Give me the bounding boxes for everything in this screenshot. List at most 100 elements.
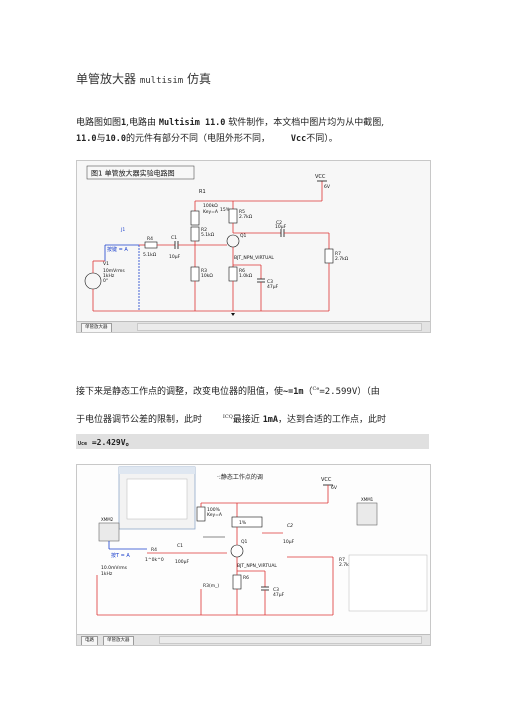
r6-label: R6 (243, 575, 249, 581)
r1-key: Key=A (207, 512, 223, 518)
text: 电路图如图 (76, 118, 122, 128)
q1-label: Q1 (241, 539, 248, 545)
r1-resistor (196, 506, 206, 522)
r3-label: R3(m_) (203, 583, 219, 589)
r5-resistor (228, 208, 238, 224)
uce-value: =2.429V。 (87, 438, 134, 447)
j1-label: J1 (120, 227, 125, 233)
fig2-caption: ·:静态工作点的调 (217, 473, 263, 481)
r6-value: 1.0kΩ (239, 273, 253, 279)
r2-value: 5.1kΩ (201, 232, 215, 238)
r1-key: Key=A (203, 209, 219, 215)
meter-window-panel (126, 478, 188, 520)
title-cn: 单管放大器 (76, 72, 137, 86)
r2-resistor (190, 226, 200, 242)
bjt-label: BJT_NPN_VIRTUAL (234, 255, 274, 261)
r7-value: 2.7kΩ (335, 256, 349, 262)
program-name: Multisim 11.0 (158, 118, 226, 128)
title-en: multisim (139, 76, 184, 86)
r4-label: R4 (151, 547, 157, 553)
text: Vcc (290, 134, 307, 144)
circuit-diagram-2: ·:静态工作点的调 VCC 6V XMM1 XMM2 100% Key=A 1%… (77, 465, 430, 635)
tab-sheet-1[interactable]: 单管放大器 (81, 323, 112, 332)
highlight-bar: Uce =2.429V。 (76, 434, 429, 449)
c2-value: 10μF (275, 224, 287, 230)
circuit-screenshot-1: 图1 单管放大器实验电路图 VCC 6V R1 100kΩ Key=A 15% … (76, 160, 431, 333)
c2-value: 10μF (283, 539, 295, 545)
r7-label: R7 (339, 557, 345, 563)
vcc-label: VCC (321, 477, 332, 483)
r4-label: R4 (147, 236, 153, 242)
text: ,电路由 (126, 118, 157, 128)
vcc-value: 6V (331, 485, 338, 491)
xmm1-label: XMM1 (361, 497, 374, 502)
tab-sheet-2[interactable]: 单管放大器 (103, 636, 134, 645)
r1-resistor (190, 210, 200, 226)
r3-resistor (190, 266, 200, 282)
fig1-caption: 图1 单管放大器实验电路图 (91, 169, 175, 178)
v1-amplitude: 10mVrms (103, 268, 125, 274)
text: =2.599V）（由 (319, 387, 380, 397)
text: 最接近 (232, 415, 260, 425)
r4-resistor (144, 241, 158, 249)
vcc-label: VCC (315, 174, 326, 180)
paragraph-2-line-2: 于电位器调节公差的限制，此时 ICQ最接近 1mA，达到合适的工作点，此时 (76, 408, 386, 429)
circuit-screenshot-2: ·:静态工作点的调 VCC 6V XMM1 XMM2 100% Key=A 1%… (76, 464, 431, 646)
c1-value: 10μF (169, 254, 181, 260)
text: 1 (121, 118, 127, 128)
r1-label: R1 (199, 189, 206, 195)
text: 11.0 (76, 134, 97, 144)
v1-amplitude: 10.0mVrms (101, 565, 128, 571)
r7-value: 2.7kΩ (339, 562, 353, 568)
r6-label: R6 (239, 268, 245, 274)
r5-value: 2.7kΩ (239, 214, 253, 220)
c3-value: 47μF (267, 284, 279, 290)
r7-resistor (324, 248, 334, 264)
uce-prefix: Uce (78, 441, 88, 447)
percent-label: 1% (239, 520, 247, 526)
text: 接下来是静态工作点的调整，改变电位器的阻值，使 (76, 387, 284, 397)
vcc-value: 6V (324, 184, 331, 190)
c3-label: C3 (267, 279, 273, 285)
title-cn-2: 仿真 (187, 72, 212, 86)
tab-circuit[interactable]: 电路 (81, 636, 98, 645)
r4-value: 5.1kΩ (143, 252, 157, 258)
text: ，达到合适的工作点，此时 (278, 415, 387, 425)
j1-key: 按T = A (111, 552, 130, 559)
j1-key: 按键 = A (107, 246, 128, 253)
v1-label: V1 (103, 261, 109, 267)
r1-value: 100% (207, 507, 221, 513)
v1-frequency: 1kHz (101, 571, 113, 577)
caption-box (86, 165, 195, 180)
xmm2-meter[interactable] (98, 522, 120, 542)
text: 的元件有部分不同（电阻外形不同， (125, 134, 270, 144)
c1-label: C1 (177, 543, 183, 549)
c1-value: 100μF (175, 559, 189, 565)
subscript: Ce (312, 386, 320, 392)
sheet-tab-bar: 单管放大器 (77, 321, 430, 332)
v1-frequency: 1kHz (103, 273, 115, 279)
circuit-diagram-1: 图1 单管放大器实验电路图 VCC 6V R1 100kΩ Key=A 15% … (77, 161, 430, 321)
subscript: ICQ (222, 414, 233, 420)
sheet-tab-bar: 电路 单管放大器 (77, 634, 430, 645)
r5-label: R5 (239, 209, 245, 215)
uce-value-text: Uce =2.429V。 (78, 437, 134, 448)
meter-window-titlebar (119, 467, 195, 474)
text: 10.0 (105, 134, 126, 144)
bjt-label: BJT_NPN_VIRTUAL (237, 563, 277, 569)
xmm1-meter[interactable] (356, 502, 378, 526)
r5-resistor-box (231, 516, 263, 528)
text: 1mA (262, 415, 279, 425)
v1-phase: 0° (103, 278, 108, 284)
horizontal-scrollbar[interactable] (137, 323, 422, 331)
r7-label: R7 (335, 251, 341, 257)
horizontal-scrollbar[interactable] (159, 636, 422, 644)
canvas-bg (77, 161, 430, 321)
text: 于电位器调节公差的限制，此时 (76, 415, 203, 425)
text: 与 (96, 134, 106, 144)
paragraph-1-line-1: 电路图如图1,电路由 Multisim 11.0 软件制作，本文档中图片均为从中… (76, 114, 384, 132)
c2-label: C2 (276, 220, 282, 226)
r6-resistor (228, 266, 238, 282)
text: （ (303, 387, 313, 397)
c3-value: 47μF (273, 592, 285, 598)
